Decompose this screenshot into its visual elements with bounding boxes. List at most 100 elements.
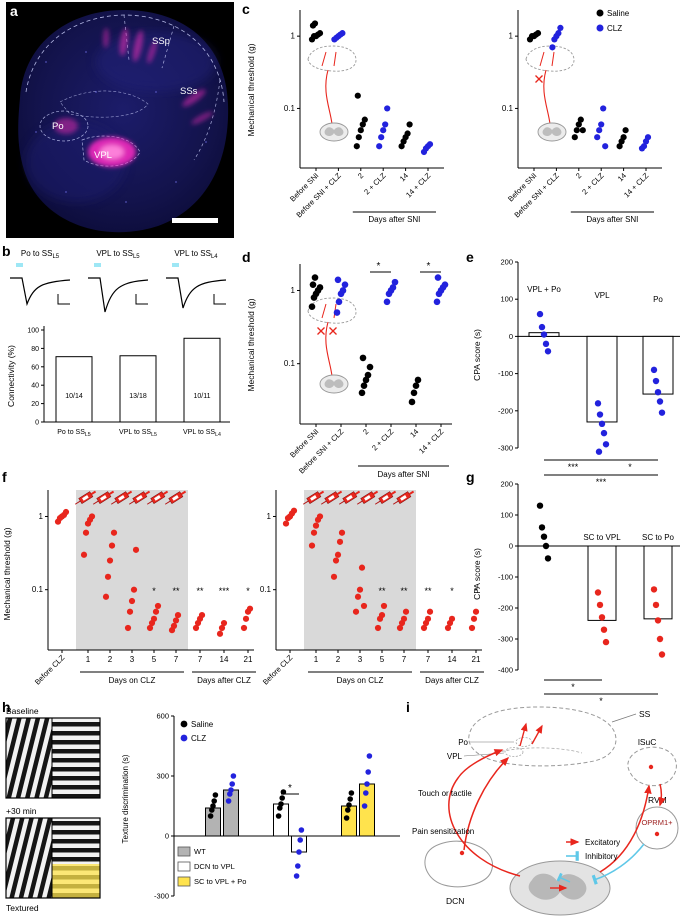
data-point (364, 781, 370, 787)
data-point (128, 597, 136, 605)
svg-text:200: 200 (500, 480, 513, 489)
syringe-icon (320, 490, 343, 505)
data-point (311, 20, 319, 27)
data-point (355, 134, 362, 141)
data-point (316, 513, 324, 520)
sig-mark: * (377, 261, 381, 272)
dcn-section (424, 840, 493, 888)
data-point (571, 134, 578, 141)
data-point (656, 398, 664, 405)
data-point (595, 448, 603, 455)
data-point (644, 134, 652, 141)
stim-mark (16, 263, 23, 267)
panel-h-texture-discrimination: Texture discrimination (s)6003000-300*Sa… (121, 712, 400, 901)
sc-to-lsuc-arrow (599, 784, 652, 873)
x-tick-label: 2 (356, 171, 365, 180)
data-point (290, 507, 298, 514)
data-point (652, 377, 660, 385)
category-label: VPL to SSL5 (119, 429, 157, 438)
category-label: VPL to SSL5 (96, 249, 140, 260)
x-group-label: Days on CLZ (109, 676, 156, 685)
x-tick-label: 3 (130, 655, 135, 664)
data-point (356, 586, 364, 593)
data-point (361, 116, 368, 123)
cpa-bar (642, 335, 674, 395)
rvm-section (635, 806, 679, 850)
data-point (602, 638, 610, 646)
syringe-icon (356, 490, 379, 505)
x-tick-label: 7 (426, 655, 431, 664)
category-label: VPL to SSL4 (183, 429, 221, 438)
data-point (282, 520, 290, 527)
x-tick-label: 2 + CLZ (362, 171, 388, 197)
data-point (212, 792, 219, 798)
panel-label-a: a (10, 3, 18, 19)
pain-label: Pain sensitization (412, 827, 474, 836)
data-point (359, 121, 366, 128)
data-point (468, 624, 476, 632)
data-point (577, 116, 584, 123)
i-legend: Excitatory Inhibitory (566, 838, 620, 861)
data-point (598, 420, 606, 428)
pathway-schematic (307, 297, 357, 394)
data-point (596, 127, 603, 134)
data-point (124, 624, 132, 632)
h-ylabel: Texture discrimination (s) (121, 754, 130, 843)
data-point (334, 551, 342, 558)
data-point (441, 281, 449, 288)
vpl-label: VPL (447, 752, 463, 761)
fill-legend-swatch (177, 876, 191, 887)
sig-mark: ** (400, 586, 408, 596)
svg-text:200: 200 (500, 258, 513, 267)
svg-text:-100: -100 (498, 573, 513, 582)
inhibitory-label: Inhibitory (585, 852, 617, 861)
data-point (225, 798, 232, 804)
data-point (544, 348, 552, 355)
data-point (211, 798, 217, 804)
data-point (540, 533, 548, 540)
data-point (536, 310, 544, 318)
data-point (594, 134, 601, 141)
data-point (600, 429, 608, 437)
x-tick-label: 7 (174, 655, 179, 664)
syringe-icon (110, 490, 133, 505)
svg-text:600: 600 (156, 712, 169, 721)
spinal-cord-section (509, 860, 611, 916)
ssp-region-label: SSp (152, 36, 170, 47)
x-tick-label: 14 (448, 655, 457, 664)
svg-text:1: 1 (509, 32, 514, 41)
panel-label-f: f (2, 469, 7, 485)
data-point (602, 441, 610, 448)
data-point (616, 143, 623, 150)
x-tick-label: 21 (244, 655, 253, 664)
syringe-icon (392, 490, 415, 505)
panel-label-h: h (2, 699, 11, 715)
data-point (218, 624, 226, 632)
sig-mark: * (599, 696, 603, 706)
data-point (275, 813, 282, 819)
dapi-speckle (35, 51, 207, 203)
x-tick-label: 2 (108, 655, 113, 664)
texture-arena-images: Baseline +30 min Textured (5, 706, 101, 913)
data-point (297, 837, 303, 843)
data-point (579, 127, 586, 134)
data-point (366, 363, 374, 371)
data-point (242, 615, 250, 622)
data-point (180, 720, 188, 728)
x-group-label: Days after CLZ (197, 676, 251, 685)
plus30-label: +30 min (6, 806, 37, 816)
syringe-icon (146, 490, 169, 505)
x-tick-label: 14 + CLZ (622, 171, 651, 200)
data-point (600, 626, 608, 633)
data-point (408, 398, 416, 406)
data-point (359, 354, 367, 362)
data-point (348, 790, 355, 796)
fill-legend-label: DCN to VPL (194, 862, 235, 871)
x-group-label: Days after SNI (368, 215, 420, 224)
data-point (230, 773, 237, 779)
data-point (656, 635, 664, 643)
data-point (309, 281, 317, 288)
data-point (354, 92, 361, 99)
svg-text:1: 1 (267, 512, 272, 521)
data-point (383, 298, 391, 306)
